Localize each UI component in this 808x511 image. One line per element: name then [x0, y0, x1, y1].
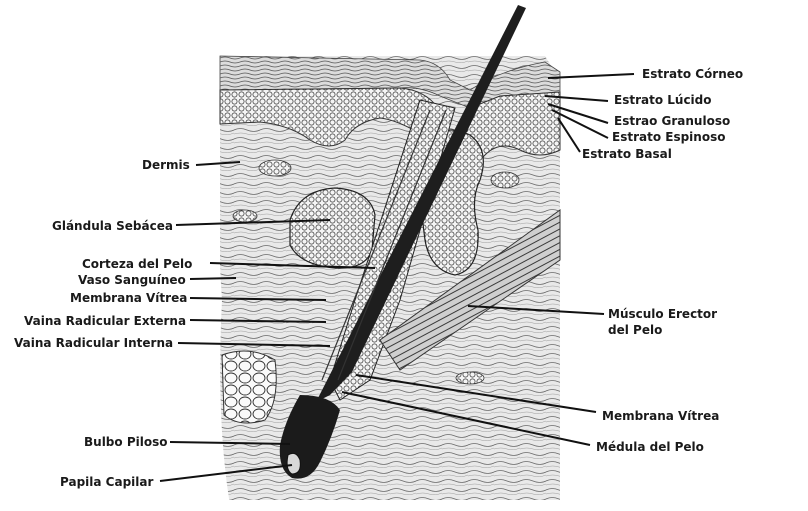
- label-membrana-vitrea-left: Membrana Vítrea: [70, 291, 187, 305]
- label-estrato-lucido: Estrato Lúcido: [614, 93, 712, 107]
- vessel-cluster-2: [232, 209, 258, 223]
- label-estrato-espinoso: Estrato Espinoso: [612, 130, 725, 144]
- label-estrato-granuloso: Estrao Granuloso: [614, 114, 730, 128]
- leader-estrato-espinoso: [551, 109, 609, 139]
- label-musculo-erector-2: del Pelo: [608, 323, 662, 337]
- leader-vaso-sanguineo: [189, 277, 237, 280]
- leader-estrato-granuloso: [547, 103, 609, 124]
- dermal-papilla: [286, 452, 301, 475]
- leader-dermis: [195, 161, 241, 166]
- labels: Estrato Córneo Estrato Lúcido Estrao Gra…: [14, 67, 743, 489]
- leader-musculo-erector: [467, 305, 605, 315]
- leader-lines: [159, 73, 635, 482]
- leader-papila-capilar: [159, 464, 293, 482]
- vessel-cluster-3: [490, 171, 520, 189]
- label-estrato-corneo: Estrato Córneo: [642, 67, 743, 81]
- label-corteza-pelo: Corteza del Pelo: [82, 257, 192, 271]
- label-estrato-basal: Estrato Basal: [582, 147, 672, 161]
- label-papila-capilar: Papila Capilar: [60, 475, 153, 489]
- inner-root-sheath: [337, 109, 447, 381]
- label-medula-pelo: Médula del Pelo: [596, 440, 704, 454]
- label-musculo-erector-1: Músculo Erector: [608, 307, 717, 321]
- label-vaina-externa: Vaina Radicular Externa: [24, 314, 186, 328]
- label-dermis: Dermis: [142, 158, 190, 172]
- label-vaso-sanguineo: Vaso Sanguíneo: [78, 273, 186, 287]
- sebaceous-gland-left: [289, 187, 376, 269]
- label-glandula-sebacea: Glándula Sebácea: [52, 219, 173, 233]
- leader-corteza-pelo: [209, 262, 376, 269]
- leader-membrana-vitrea-right: [355, 374, 597, 413]
- label-membrana-vitrea-right: Membrana Vítrea: [602, 409, 719, 423]
- leader-bulbo-piloso: [169, 441, 291, 445]
- label-vaina-interna: Vaina Radicular Interna: [14, 336, 173, 350]
- leader-estrato-basal: [557, 117, 581, 153]
- leader-estrato-lucido: [544, 95, 609, 102]
- leader-vaina-interna: [177, 342, 331, 347]
- label-bulbo-piloso: Bulbo Piloso: [84, 435, 167, 449]
- leader-vaina-externa: [189, 319, 327, 323]
- vessel-cluster-4: [455, 371, 485, 385]
- leader-medula-pelo: [341, 391, 591, 446]
- leader-estrato-corneo: [547, 73, 635, 79]
- leader-membrana-vitrea-left: [189, 297, 327, 301]
- vessel-cluster-1: [258, 159, 292, 177]
- fat-cells: [221, 350, 277, 424]
- leader-glandula-sebacea: [175, 219, 331, 226]
